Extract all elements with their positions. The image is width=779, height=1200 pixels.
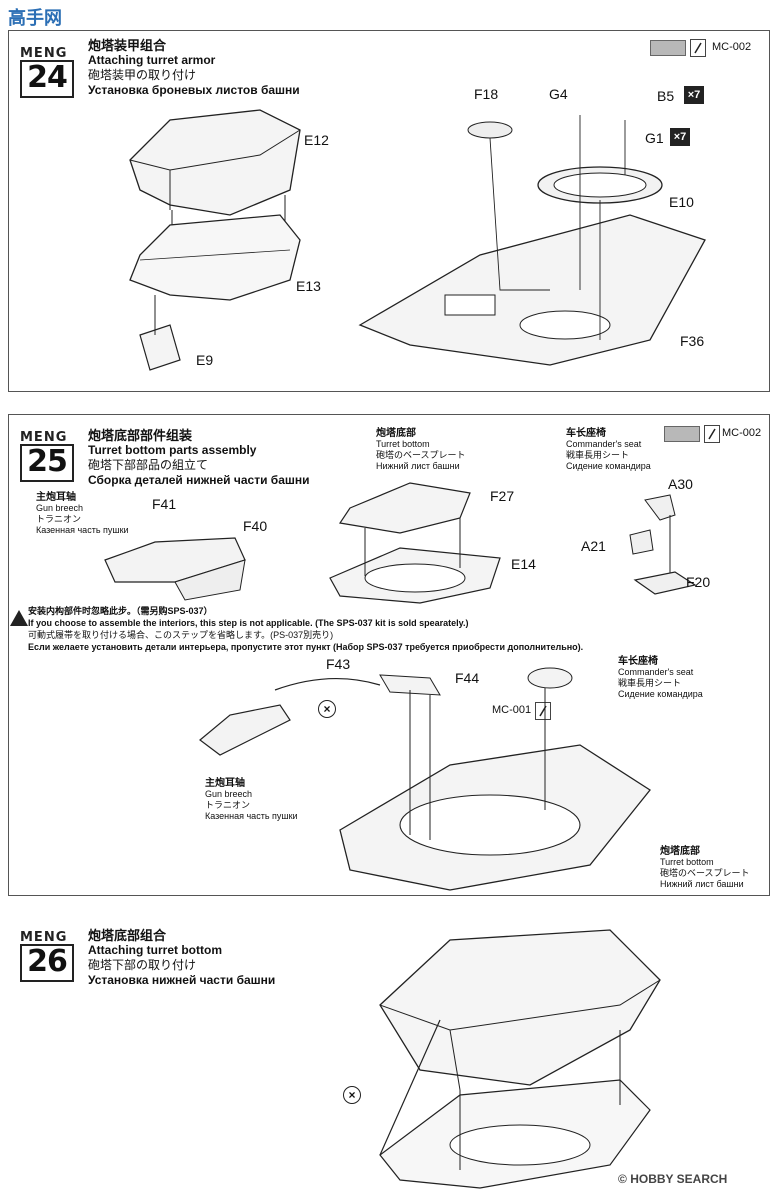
part-f40: F40 xyxy=(243,518,268,534)
step-26-title-zh: 炮塔底部组合 xyxy=(88,928,167,943)
step-25-title-en: Turret bottom parts assembly xyxy=(88,443,257,457)
step-25-title-ru: Сборка деталей нижней части башни xyxy=(88,473,310,487)
turret-bottom-mini-drawing xyxy=(329,482,501,604)
copyright-icon: © xyxy=(618,1172,627,1186)
part-f44: F44 xyxy=(455,670,480,686)
site-watermark: 高手网 xyxy=(8,8,62,28)
part-f27: F27 xyxy=(490,488,515,504)
note-ja: 可動式履帯を取り付ける場合、このステップを省略します。(PS-037別売り) xyxy=(28,630,334,640)
step-25-title-ja: 砲塔下部部品の組立て xyxy=(88,458,209,472)
meng-logo: MENG xyxy=(20,430,68,445)
part-e9: E9 xyxy=(196,352,214,368)
no-glue-icon: × xyxy=(343,1086,361,1104)
step-24-title-ru: Установка броневых листов башни xyxy=(88,83,300,97)
brush-icon xyxy=(690,39,706,57)
part-g4: G4 xyxy=(549,86,568,102)
paint-code-mc001: MC-001 xyxy=(492,704,532,716)
step-25-number: 25 xyxy=(20,444,74,482)
step-25-titles: 炮塔底部部件组装 Turret bottom parts assembly 砲塔… xyxy=(88,428,310,488)
paint-swatch-gray-25 xyxy=(664,426,700,442)
no-glue-icon: × xyxy=(318,700,336,718)
part-e13: E13 xyxy=(296,278,321,294)
note-ru: Если желаете установить детали интерьера… xyxy=(28,642,584,652)
step-26-titles: 炮塔底部组合 Attaching turret bottom 砲塔下部の取り付け… xyxy=(88,928,275,988)
paint-code-mc002-25: MC-002 xyxy=(722,427,762,439)
part-f18: F18 xyxy=(474,86,499,102)
step-26-title-ru: Установка нижней части башни xyxy=(88,973,276,987)
meng-logo: MENG xyxy=(20,46,68,61)
brush-icon xyxy=(704,425,720,443)
part-e14: E14 xyxy=(511,556,536,572)
step-24-number: 24 xyxy=(20,60,74,98)
brush-icon xyxy=(535,702,551,720)
qty-g1-badge: ×7 xyxy=(670,128,690,146)
part-f43: F43 xyxy=(326,656,351,672)
step-24-title-ja: 砲塔装甲の取り付け xyxy=(88,68,197,82)
warning-icon xyxy=(10,610,28,626)
commander-seat-drawing xyxy=(629,494,697,595)
turret-final-assembly-drawing xyxy=(379,929,661,1189)
paint-swatch-gray xyxy=(650,40,686,56)
part-f41: F41 xyxy=(152,496,177,512)
meng-logo: MENG xyxy=(20,930,68,945)
step-25-badge: MENG 25 xyxy=(10,418,76,482)
step-24-title-en: Attaching turret armor xyxy=(88,53,216,67)
step-24-titles: 炮塔装甲组合 Attaching turret armor 砲塔装甲の取り付け … xyxy=(88,38,300,98)
part-a21: A21 xyxy=(581,538,606,554)
qty-b5-badge: ×7 xyxy=(684,86,704,104)
hobbysearch-logo: © HOBBY SEARCH xyxy=(618,1172,728,1186)
part-e12: E12 xyxy=(304,132,329,148)
note-en: If you choose to assemble the interiors,… xyxy=(28,618,469,628)
turret-bottom-assembly-drawing xyxy=(199,667,651,891)
part-a30: A30 xyxy=(668,476,693,492)
part-f20: F20 xyxy=(686,574,711,590)
gun-breech-drawing-top xyxy=(104,537,246,601)
step-24-badge: MENG 24 xyxy=(10,34,76,98)
interior-note: 安装内构部件时忽略此步。（需另购SPS-037） If you choose t… xyxy=(28,605,748,653)
step-26-title-en: Attaching turret bottom xyxy=(88,943,222,957)
part-f36: F36 xyxy=(680,333,705,349)
step-24-title-zh: 炮塔装甲组合 xyxy=(88,38,167,53)
part-e10: E10 xyxy=(669,194,694,210)
part-g1: G1 xyxy=(645,130,664,146)
step-26-badge: MENG 26 xyxy=(10,918,76,982)
part-b5: B5 xyxy=(657,88,675,104)
turret-roof-drawing xyxy=(358,115,706,366)
step-24-panel xyxy=(8,30,770,392)
step-26-number: 26 xyxy=(20,944,74,982)
turret-armor-drawing xyxy=(129,109,301,371)
note-zh: 安装内构部件时忽略此步。（需另购SPS-037） xyxy=(28,606,213,616)
step-25-title-zh: 炮塔底部部件组装 xyxy=(88,428,193,443)
step-25-panel xyxy=(8,414,770,896)
step-26-title-ja: 砲塔下部の取り付け xyxy=(88,958,197,972)
paint-code-mc002: MC-002 xyxy=(712,41,752,53)
